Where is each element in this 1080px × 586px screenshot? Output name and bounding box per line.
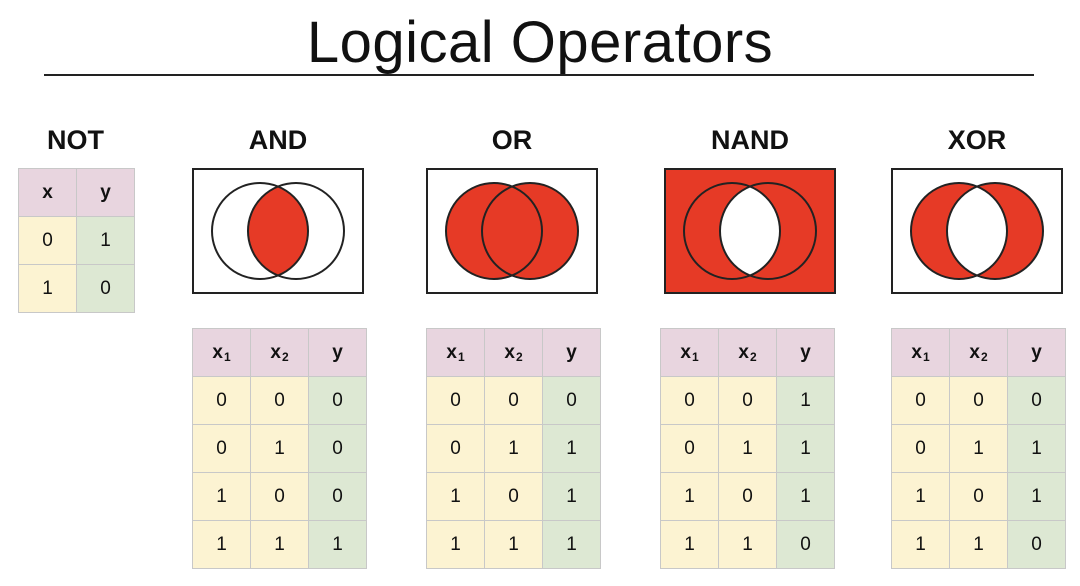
- table-cell: 1: [949, 424, 1008, 473]
- table-cell: 1: [1007, 472, 1066, 521]
- table-cell: 1: [949, 520, 1008, 569]
- table-cell: 1: [192, 472, 251, 521]
- venn-circle-x2: [481, 182, 579, 280]
- table-cell: 0: [426, 424, 485, 473]
- nand-header-x1: x1: [660, 328, 719, 377]
- table-cell: 1: [250, 424, 309, 473]
- venn-intersection-fill: [248, 183, 308, 279]
- table-cell: 0: [192, 424, 251, 473]
- table-cell: 0: [1007, 520, 1066, 569]
- table-cell: 0: [949, 376, 1008, 425]
- table-cell: 1: [660, 520, 719, 569]
- not-cell-x: 1: [18, 264, 77, 313]
- table-cell: 0: [718, 376, 777, 425]
- or-header-x1: x1: [426, 328, 485, 377]
- table-cell: 0: [250, 376, 309, 425]
- table-cell: 1: [660, 472, 719, 521]
- or-venn-diagram: [426, 168, 598, 294]
- table-cell: 0: [484, 376, 543, 425]
- not-truth-table: x y 0 1 1 0: [18, 168, 135, 313]
- not-cell-x: 0: [18, 216, 77, 265]
- not-cell-y: 0: [76, 264, 135, 313]
- nand-heading: NAND: [711, 125, 789, 155]
- table-cell: 1: [718, 424, 777, 473]
- table-cell: 1: [426, 472, 485, 521]
- table-cell: 1: [776, 424, 835, 473]
- title-divider: [44, 74, 1034, 76]
- nand-venn-diagram: [664, 168, 836, 294]
- table-cell: 0: [308, 376, 367, 425]
- table-cell: 0: [949, 472, 1008, 521]
- table-cell: 1: [776, 376, 835, 425]
- table-cell: 1: [426, 520, 485, 569]
- xor-header-y: y: [1007, 328, 1066, 377]
- table-cell: 0: [426, 376, 485, 425]
- table-cell: 0: [891, 424, 950, 473]
- table-cell: 0: [308, 424, 367, 473]
- table-cell: 0: [776, 520, 835, 569]
- table-cell: 1: [776, 472, 835, 521]
- table-cell: 0: [484, 472, 543, 521]
- and-header-x2: x2: [250, 328, 309, 377]
- xor-header-x1: x1: [891, 328, 950, 377]
- table-cell: 0: [718, 472, 777, 521]
- and-venn-diagram: [192, 168, 364, 294]
- table-cell: 1: [542, 424, 601, 473]
- table-cell: 0: [660, 424, 719, 473]
- xor-venn-diagram: [891, 168, 1063, 294]
- venn-fill-x2: [482, 183, 578, 279]
- venn-circle-x1: [910, 182, 1008, 280]
- venn-circle-x1: [211, 182, 309, 280]
- and-header-y: y: [308, 328, 367, 377]
- venn-circle-x2: [719, 182, 817, 280]
- nand-header-y: y: [776, 328, 835, 377]
- not-cell-y: 1: [76, 216, 135, 265]
- and-header-x1: x1: [192, 328, 251, 377]
- table-cell: 0: [1007, 376, 1066, 425]
- and-heading: AND: [248, 125, 308, 155]
- venn-intersection-empty: [947, 183, 1007, 279]
- venn-circle-x2: [946, 182, 1044, 280]
- table-cell: 1: [718, 520, 777, 569]
- not-header-x: x: [18, 168, 77, 217]
- table-cell: 1: [192, 520, 251, 569]
- table-cell: 1: [542, 520, 601, 569]
- not-header-y: y: [76, 168, 135, 217]
- table-cell: 0: [660, 376, 719, 425]
- table-cell: 1: [308, 520, 367, 569]
- nand-header-x2: x2: [718, 328, 777, 377]
- or-header-x2: x2: [484, 328, 543, 377]
- or-header-y: y: [542, 328, 601, 377]
- table-cell: 1: [1007, 424, 1066, 473]
- page-title: Logical Operators: [306, 10, 774, 75]
- table-cell: 0: [542, 376, 601, 425]
- table-cell: 1: [484, 424, 543, 473]
- venn-circle-x1: [445, 182, 543, 280]
- table-cell: 1: [891, 520, 950, 569]
- venn-circle-x2: [247, 182, 345, 280]
- table-cell: 1: [891, 472, 950, 521]
- venn-intersection-empty: [720, 183, 780, 279]
- or-heading: OR: [491, 125, 533, 155]
- table-cell: 1: [250, 520, 309, 569]
- not-heading: NOT: [47, 125, 104, 155]
- table-cell: 0: [250, 472, 309, 521]
- table-cell: 1: [484, 520, 543, 569]
- table-cell: 0: [192, 376, 251, 425]
- xor-header-x2: x2: [949, 328, 1008, 377]
- table-cell: 0: [308, 472, 367, 521]
- xor-heading: XOR: [947, 125, 1007, 155]
- table-cell: 1: [542, 472, 601, 521]
- venn-circle-x1: [683, 182, 781, 280]
- table-cell: 0: [891, 376, 950, 425]
